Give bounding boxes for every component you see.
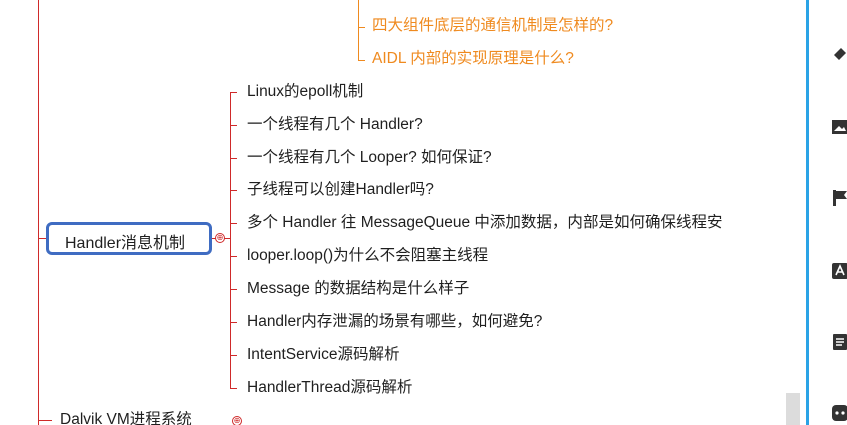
text-icon[interactable] — [831, 262, 847, 280]
collapse-toggle-icon[interactable]: ⊕ — [232, 416, 242, 425]
right-tool-panel — [809, 0, 847, 425]
children-bracket-line — [230, 92, 231, 388]
orange-topic[interactable]: AIDL 内部的实现原理是什么? — [372, 50, 574, 67]
trunk-line — [38, 0, 39, 425]
child-topic[interactable]: IntentService源码解析 — [247, 346, 400, 363]
child-topic[interactable]: Handler内存泄漏的场景有哪些，如何避免? — [247, 313, 543, 330]
child-tick — [230, 388, 237, 389]
child-topic[interactable]: Linux的epoll机制 — [247, 83, 364, 100]
child-tick — [230, 256, 237, 257]
child-tick — [230, 289, 237, 290]
child-topic[interactable]: 一个线程有几个 Looper? 如何保证? — [247, 149, 492, 166]
child-tick — [230, 158, 237, 159]
mindmap-canvas[interactable]: 四大组件底层的通信机制是怎样的? AIDL 内部的实现原理是什么? Handle… — [0, 0, 806, 425]
orange-branch-line — [358, 0, 359, 60]
orange-branch-tick — [358, 60, 365, 61]
central-topic-node[interactable]: Handler消息机制 — [46, 222, 212, 255]
collapse-toggle-icon[interactable]: ⊕ — [215, 233, 225, 243]
child-tick — [230, 355, 237, 356]
child-topic[interactable]: 多个 Handler 往 MessageQueue 中添加数据，内部是如何确保线… — [247, 214, 723, 231]
child-tick — [230, 322, 237, 323]
child-topic[interactable]: Message 的数据结构是什么样子 — [247, 280, 470, 297]
child-topic[interactable]: looper.loop()为什么不会阻塞主线程 — [247, 247, 489, 264]
orange-topic[interactable]: 四大组件底层的通信机制是怎样的? — [372, 17, 614, 34]
central-connector — [38, 238, 46, 239]
bottom-connector — [38, 420, 52, 421]
child-topic[interactable]: HandlerThread源码解析 — [247, 379, 413, 396]
vertical-scrollbar[interactable] — [786, 0, 800, 425]
pin-icon[interactable] — [831, 45, 847, 63]
child-tick — [230, 125, 237, 126]
child-tick — [230, 190, 237, 191]
child-topic[interactable]: 一个线程有几个 Handler? — [247, 116, 423, 133]
child-tick — [230, 92, 237, 93]
child-tick — [230, 223, 237, 224]
panel-divider — [806, 0, 809, 425]
note-icon[interactable] — [831, 333, 847, 351]
more-icon[interactable] — [831, 404, 847, 422]
sibling-topic[interactable]: Dalvik VM进程系统 — [60, 411, 192, 425]
image-icon[interactable] — [831, 118, 847, 136]
orange-branch-tick — [358, 27, 365, 28]
scrollbar-thumb[interactable] — [786, 393, 800, 425]
child-topic[interactable]: 子线程可以创建Handler吗? — [247, 181, 434, 198]
flag-icon[interactable] — [831, 189, 847, 207]
central-topic-label: Handler消息机制 — [65, 235, 186, 252]
